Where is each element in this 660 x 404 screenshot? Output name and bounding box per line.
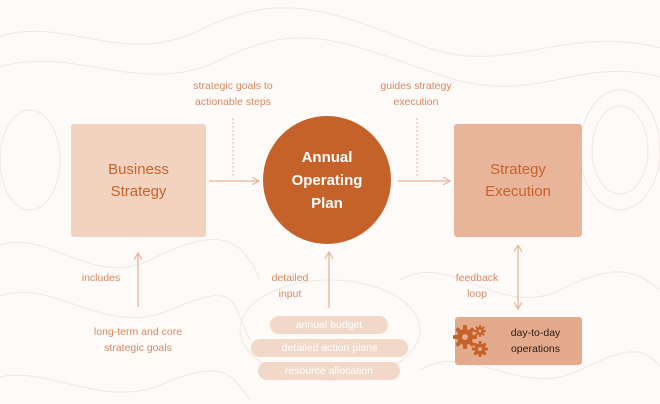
label-long-term-goals: long-term and core strategic goals — [93, 326, 183, 354]
business-strategy-line-2: Strategy — [110, 182, 167, 200]
input-detailed-action-plans: detailed action plans — [251, 339, 408, 357]
input-resource-allocation: resource allocation — [258, 362, 400, 380]
business-strategy-line-1: Business — [108, 160, 169, 178]
label-includes: includes — [81, 272, 121, 284]
day-to-day-operations-box: day-to-day operations — [453, 317, 582, 365]
execution-line-1: Strategy — [490, 160, 546, 178]
strategy-execution-box: Strategy Execution — [454, 124, 582, 237]
execution-line-2: Execution — [485, 182, 551, 200]
business-strategy-box: Business Strategy — [71, 124, 206, 237]
operations-text: day-to-day operations — [510, 327, 561, 355]
label-strategic-goals: strategic goals to actionable steps — [193, 80, 273, 108]
plan-line-3: Plan — [311, 194, 343, 212]
gears-icon — [453, 325, 488, 357]
plan-line-2: Operating — [291, 171, 363, 189]
annual-operating-plan-circle: Annual Operating Plan — [263, 116, 391, 244]
plan-line-1: Annual — [301, 148, 353, 166]
label-detailed-input: detailed input — [271, 272, 309, 300]
label-guides-strategy: guides strategy execution — [380, 80, 452, 108]
label-feedback-loop: feedback loop — [455, 272, 499, 300]
input-annual-budget: annual budget — [270, 316, 388, 334]
